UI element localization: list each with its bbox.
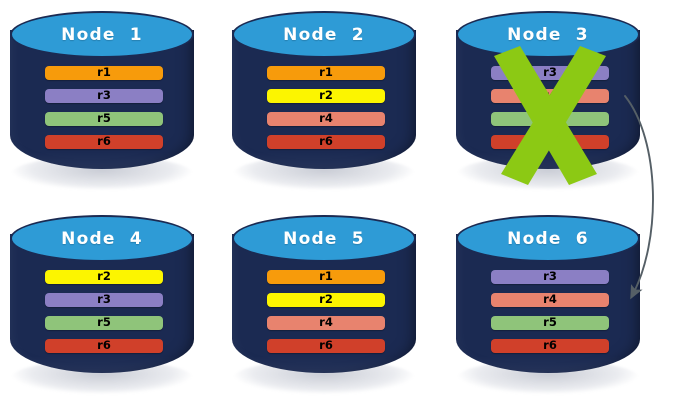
replica-bar[interactable]: r5 <box>45 316 163 330</box>
replica-bar[interactable]: r3 <box>491 66 609 80</box>
replica-list: r3 r4 r5 r6 <box>491 270 609 353</box>
replica-list: r1 r2 r4 r6 <box>267 66 385 149</box>
replica-bar[interactable]: r4 <box>267 316 385 330</box>
replica-bar[interactable]: r6 <box>491 339 609 353</box>
replica-bar[interactable]: r2 <box>45 270 163 284</box>
replica-bar[interactable]: r6 <box>491 135 609 149</box>
replica-bar[interactable]: r4 <box>491 293 609 307</box>
cylinder-top-ellipse <box>232 11 416 58</box>
replica-bar[interactable]: r5 <box>491 316 609 330</box>
replica-bar[interactable]: r1 <box>267 66 385 80</box>
replica-bar[interactable]: r5 <box>45 112 163 126</box>
replica-list: r2 r3 r5 r6 <box>45 270 163 353</box>
replica-bar[interactable]: r4 <box>267 112 385 126</box>
replica-bar[interactable]: r1 <box>267 270 385 284</box>
replica-bar[interactable]: r2 <box>267 293 385 307</box>
cylinder-top-ellipse <box>456 11 640 58</box>
cylinder-top-ellipse <box>232 215 416 262</box>
replica-bar[interactable]: r3 <box>491 270 609 284</box>
replica-list: r3 r4 r5 r6 <box>491 66 609 149</box>
replica-bar[interactable]: r6 <box>45 135 163 149</box>
replica-bar[interactable]: r2 <box>267 89 385 103</box>
replica-bar[interactable]: r5 <box>491 112 609 126</box>
replica-bar[interactable]: r6 <box>45 339 163 353</box>
replica-bar[interactable]: r1 <box>45 66 163 80</box>
replica-bar[interactable]: r3 <box>45 89 163 103</box>
replica-bar[interactable]: r3 <box>45 293 163 307</box>
cylinder-top-ellipse <box>10 215 194 262</box>
cylinder-top-ellipse <box>456 215 640 262</box>
replica-bar[interactable]: r4 <box>491 89 609 103</box>
replica-list: r1 r3 r5 r6 <box>45 66 163 149</box>
replica-list: r1 r2 r4 r6 <box>267 270 385 353</box>
replica-bar[interactable]: r6 <box>267 135 385 149</box>
replica-bar[interactable]: r6 <box>267 339 385 353</box>
cylinder-top-ellipse <box>10 11 194 58</box>
